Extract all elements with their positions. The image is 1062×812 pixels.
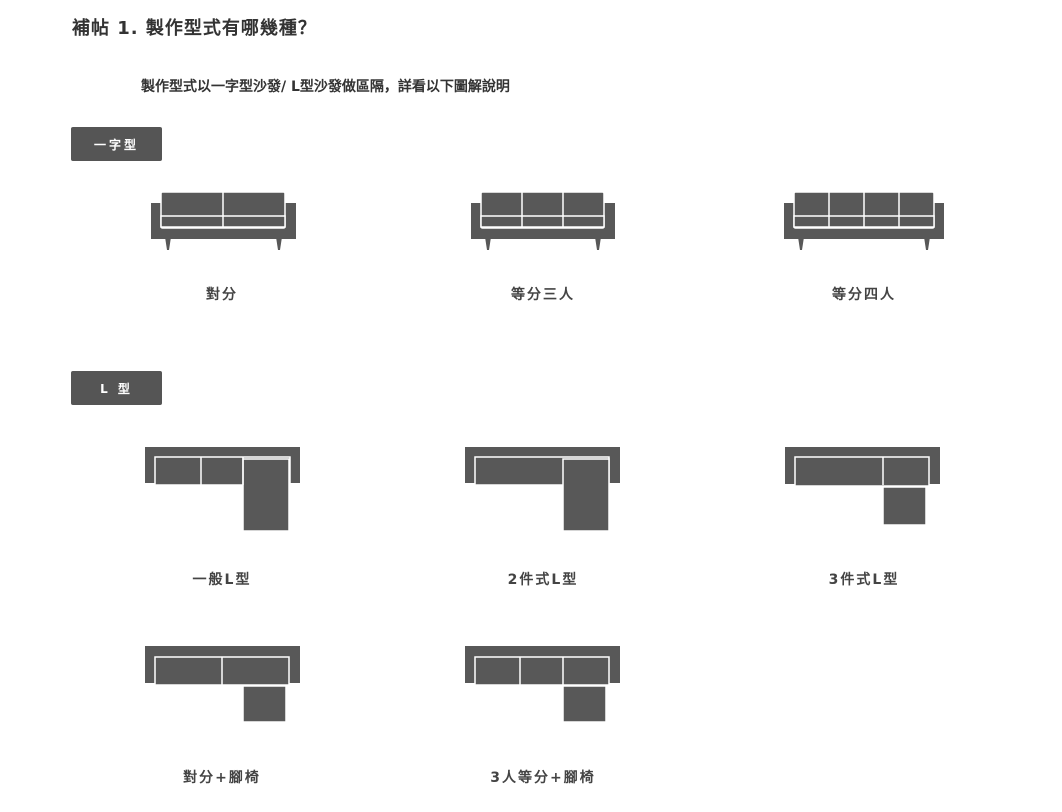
caption-2-seat-ottoman: 對分+腳椅 — [183, 770, 261, 786]
l-sofa-3-piece-icon — [785, 447, 940, 526]
sofa-2-seat-icon — [151, 192, 296, 250]
sofa-3-seat-icon — [471, 192, 615, 250]
caption-3-seat-ottoman: 3人等分+腳椅 — [490, 770, 596, 786]
caption-2-seat: 對分 — [206, 287, 238, 303]
sofa-2-seat-ottoman-icon — [145, 646, 300, 723]
l-sofa-2-piece-icon — [465, 447, 620, 531]
caption-l-2-piece: 2件式L型 — [507, 572, 579, 588]
section-badge-straight: 一字型 — [71, 127, 162, 161]
l-sofa-standard-icon — [145, 447, 300, 531]
section-badge-l-shape: L 型 — [71, 371, 162, 405]
page-title: 補帖 1. 製作型式有哪幾種？ — [72, 18, 317, 39]
sofa-4-seat-icon — [784, 192, 944, 250]
caption-l-3-piece: 3件式L型 — [828, 572, 900, 588]
sofa-3-seat-ottoman-icon — [465, 646, 620, 723]
caption-l-standard: 一般L型 — [192, 572, 252, 588]
caption-4-seat: 等分四人 — [832, 287, 896, 303]
page-subtitle: 製作型式以一字型沙發/ L型沙發做區隔，詳看以下圖解說明 — [141, 79, 510, 95]
caption-3-seat: 等分三人 — [511, 287, 575, 303]
